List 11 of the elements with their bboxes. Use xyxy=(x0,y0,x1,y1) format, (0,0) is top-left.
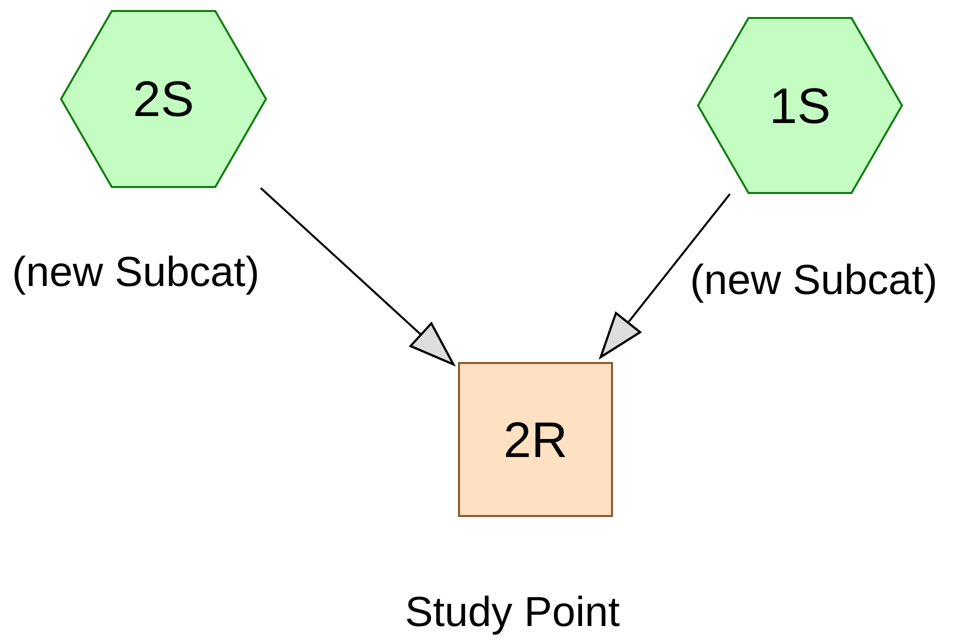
node-caption: (new Subcat) xyxy=(690,256,938,304)
square-node xyxy=(458,362,613,517)
arrow xyxy=(260,187,454,366)
arrow xyxy=(600,193,731,358)
node-caption: Study Point xyxy=(405,588,620,636)
hexagon-node xyxy=(697,17,903,194)
node-label: 1S xyxy=(769,76,831,134)
node-label: 2S xyxy=(132,70,194,128)
node-caption: (new Subcat) xyxy=(12,248,260,296)
hexagon-node xyxy=(60,10,267,188)
node-label: 2R xyxy=(504,410,568,468)
